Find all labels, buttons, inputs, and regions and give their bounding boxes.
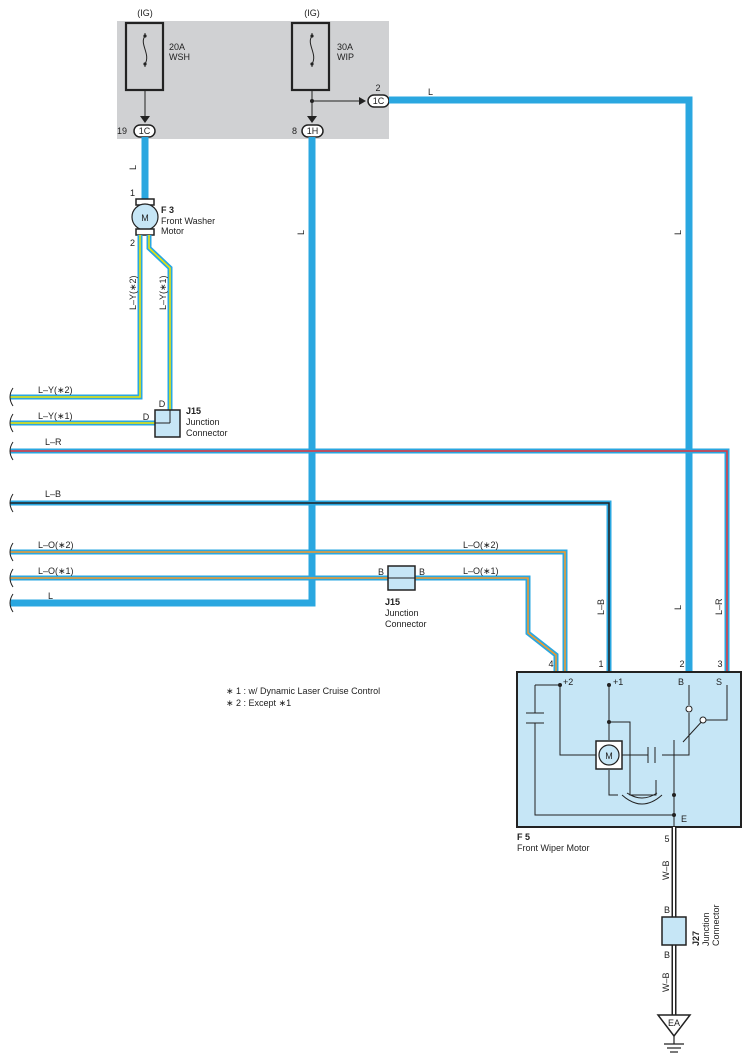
wire-label-l-y2: L–Y(∗2) xyxy=(38,385,73,395)
wiper-pin-3: 3 xyxy=(717,659,722,669)
ground-ea: EA xyxy=(656,1014,692,1053)
note-2: ∗ 2 : Except ∗1 xyxy=(226,698,291,708)
wire-label-l-washer: L xyxy=(128,165,138,170)
fuse-wip-supply: (IG) xyxy=(304,8,320,18)
washer-pin-1: 1 xyxy=(130,188,135,198)
fuse-wip-rating: 30A xyxy=(337,42,353,52)
wire-l-o-1 xyxy=(10,575,559,672)
washer-motor-id: F 3 xyxy=(161,205,174,215)
wire-l-r xyxy=(10,448,730,672)
j15-junction-connector-upper: D D J15 Junction Connector xyxy=(143,399,228,438)
wire-label-w-b-upper: W–B xyxy=(661,860,671,880)
term-e: E xyxy=(681,814,687,824)
washer-pin-2: 2 xyxy=(130,238,135,248)
wire-label-l-b-vert: L–B xyxy=(596,599,606,615)
connector-1h-8: 1H 8 xyxy=(292,124,324,138)
wiper-pin-1: 1 xyxy=(598,659,603,669)
svg-text:1C: 1C xyxy=(139,126,151,136)
j15-lower-id: J15 xyxy=(385,597,400,607)
wire-label-l-r: L–R xyxy=(45,437,62,447)
j15-upper-name-2: Connector xyxy=(186,428,228,438)
wire-label-l-bottom: L xyxy=(48,591,53,601)
pin-19-label: 19 xyxy=(117,126,127,136)
front-wiper-motor: 4 1 2 3 5 +2 +1 B S E xyxy=(516,659,742,853)
j15-upper-id: J15 xyxy=(186,406,201,416)
term-plus1: +1 xyxy=(613,677,623,687)
wiper-motor-name: Front Wiper Motor xyxy=(517,843,590,853)
j15-upper-name-1: Junction xyxy=(186,417,220,427)
washer-motor-name-1: Front Washer xyxy=(161,216,215,226)
wire-label-l-o1-right: L–O(∗1) xyxy=(463,566,499,576)
wire-l-o-2 xyxy=(10,549,568,672)
wiper-motor-id: F 5 xyxy=(517,832,530,842)
ground-code: EA xyxy=(668,1018,680,1028)
j15-upper-pin-top: D xyxy=(159,399,166,409)
wire-label-l-pin2: L xyxy=(673,605,683,610)
fuse-wip-name: WIP xyxy=(337,52,354,62)
connector-1c-19: 1C 19 xyxy=(117,124,156,138)
wire-label-l-right: L xyxy=(673,230,683,235)
wire-label-l-b: L–B xyxy=(45,489,61,499)
j15-lower-pin-right: B xyxy=(419,567,425,577)
j15-lower-pin-left: B xyxy=(378,567,384,577)
term-s: S xyxy=(716,677,722,687)
j15-upper-pin-left: D xyxy=(143,412,150,422)
wire-label-w-b-lower: W–B xyxy=(661,972,671,992)
j15-lower-name-1: Junction xyxy=(385,608,419,618)
wire-label-l-r-vert: L–R xyxy=(714,598,724,615)
fuse-box-area xyxy=(117,21,389,139)
fuse-wsh-name: WSH xyxy=(169,52,190,62)
pin-8-label: 8 xyxy=(292,126,297,136)
svg-text:1C: 1C xyxy=(373,96,385,106)
j27-pin-bottom: B xyxy=(664,950,670,960)
wire-break-marks xyxy=(9,387,14,613)
wiper-pin-2: 2 xyxy=(679,659,684,669)
fuse-wsh-supply: (IG) xyxy=(137,8,153,18)
j15-lower-name-2: Connector xyxy=(385,619,427,629)
wire-l-y-1 xyxy=(10,235,173,426)
front-washer-motor: M 1 2 F 3 Front Washer Motor xyxy=(130,188,215,248)
wire-label-l-y2-vert: L–Y(∗2) xyxy=(128,275,138,310)
term-plus2: +2 xyxy=(563,677,573,687)
j27-pin-top: B xyxy=(664,905,670,915)
wiper-pin-4: 4 xyxy=(548,659,553,669)
wire-label-l-o2-right: L–O(∗2) xyxy=(463,540,499,550)
svg-text:1H: 1H xyxy=(307,126,319,136)
wire-label-l-y1-vert: L–Y(∗1) xyxy=(158,275,168,310)
washer-motor-symbol: M xyxy=(141,213,149,223)
wire-l-y-2 xyxy=(10,235,143,400)
j27-junction-connector: B B J27 Junction Connector xyxy=(661,904,721,960)
wire-label-l-o2-left: L–O(∗2) xyxy=(38,540,74,550)
term-b: B xyxy=(678,677,684,687)
j27-name-2: Connector xyxy=(711,904,721,946)
wire-l-b xyxy=(10,500,612,672)
wiper-motor-symbol: M xyxy=(605,751,613,761)
pin-2-label: 2 xyxy=(375,83,380,93)
wire-label-l-top: L xyxy=(428,87,433,97)
wire-label-l-o1-left: L–O(∗1) xyxy=(38,566,74,576)
wire-l-thick xyxy=(10,96,693,672)
fuse-wip: (IG) 30A WIP xyxy=(290,8,354,92)
wire-label-l-y1: L–Y(∗1) xyxy=(38,411,73,421)
fuse-wsh-rating: 20A xyxy=(169,42,185,52)
note-1: ∗ 1 : w/ Dynamic Laser Cruise Control xyxy=(226,686,380,696)
washer-motor-name-2: Motor xyxy=(161,226,184,236)
j27-name-1: Junction xyxy=(701,912,711,946)
j27-id: J27 xyxy=(691,931,701,946)
wiper-pin-5: 5 xyxy=(664,834,669,844)
wire-label-l-mid: L xyxy=(296,230,306,235)
j15-junction-connector-lower: B B J15 Junction Connector xyxy=(378,565,427,629)
